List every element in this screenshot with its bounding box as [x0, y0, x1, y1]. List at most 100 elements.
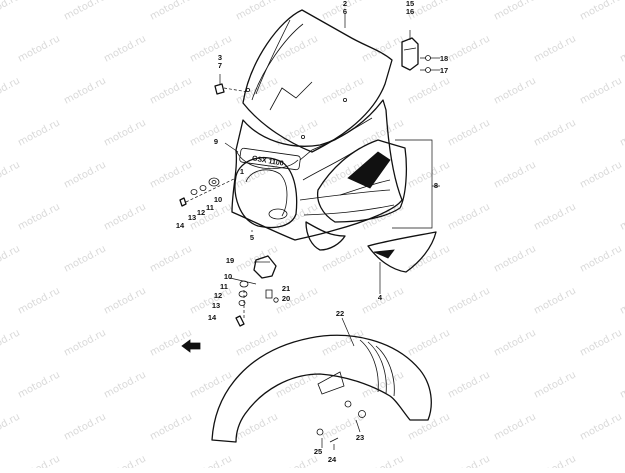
- callout-label: 5: [250, 233, 254, 242]
- watermark-text: motod.ru: [16, 453, 62, 468]
- watermark-text: motod.ru: [492, 75, 538, 106]
- watermark-text: motod.ru: [62, 159, 108, 190]
- side-cowl-panel: [316, 139, 407, 223]
- callout-label: 14: [176, 221, 185, 230]
- fastener-stack-upper: [179, 177, 237, 207]
- watermark-text: motod.ru: [102, 117, 148, 148]
- watermark-text: motod.ru: [0, 159, 22, 190]
- callout-label: 20: [282, 294, 290, 303]
- watermark-text: motod.ru: [188, 453, 234, 468]
- mounting-bracket-part-19: [235, 255, 279, 327]
- under-cowl: [305, 221, 346, 251]
- watermark-text: motod.ru: [16, 285, 62, 316]
- watermark-text: motod.ru: [578, 75, 624, 106]
- watermark-text: motod.ru: [16, 33, 62, 64]
- watermark-text: motod.ru: [320, 243, 366, 274]
- watermark-text: motod.ru: [532, 33, 578, 64]
- watermark-text: motod.ru: [62, 0, 108, 23]
- watermark-text: motod.ru: [446, 285, 492, 316]
- watermark-text: motod.ru: [102, 33, 148, 64]
- watermark-text: motod.ru: [406, 327, 452, 358]
- watermark-text: motod.ru: [578, 327, 624, 358]
- watermark-text: motod.ru: [188, 369, 234, 400]
- watermark-text: motod.ru: [446, 453, 492, 468]
- watermark-text: motod.ru: [62, 411, 108, 442]
- watermark-text: motod.ru: [578, 411, 624, 442]
- watermark-text: motod.ru: [148, 75, 194, 106]
- callout-label: 12: [197, 208, 205, 217]
- front-arrow-icon: [181, 339, 201, 353]
- watermark-text: motod.ru: [62, 75, 108, 106]
- watermark-text: motod.ru: [492, 0, 538, 23]
- windscreen: [242, 9, 393, 153]
- watermark-text: motod.ru: [578, 159, 624, 190]
- watermark-text: motod.ru: [188, 117, 234, 148]
- watermark-text: motod.ru: [532, 453, 578, 468]
- callout-label: 10: [224, 272, 232, 281]
- callout-label: 18: [440, 54, 448, 63]
- watermark-text: motod.ru: [532, 285, 578, 316]
- watermark-text: motod.ru: [148, 159, 194, 190]
- watermark-text: motod.ru: [102, 369, 148, 400]
- watermark-text: motod.ru: [234, 327, 280, 358]
- watermark-text: motod.ru: [446, 201, 492, 232]
- watermark-text: motod.ru: [0, 411, 22, 442]
- watermark-text: motod.ru: [406, 75, 452, 106]
- watermark-text: motod.ru: [578, 0, 624, 23]
- watermark-text: motod.ru: [446, 117, 492, 148]
- bracket-part-15-16: [401, 37, 431, 73]
- watermark-text: motod.ru: [148, 411, 194, 442]
- callout-label: 14: [208, 313, 217, 322]
- watermark-text: motod.ru: [0, 327, 22, 358]
- callout-label: 9: [214, 137, 218, 146]
- callout-label: 1: [240, 167, 244, 176]
- watermark-text: motod.ru: [62, 327, 108, 358]
- watermark-text: motod.ru: [360, 33, 406, 64]
- watermark-text: motod.ru: [532, 117, 578, 148]
- watermark-text: motod.ru: [492, 243, 538, 274]
- front-fender: [211, 334, 432, 443]
- watermark-text: motod.ru: [234, 0, 280, 23]
- callout-label: 19: [226, 256, 234, 265]
- callout-label: 21: [282, 284, 290, 293]
- watermark-text: motod.ru: [360, 453, 406, 468]
- callout-label: 24: [328, 455, 337, 464]
- watermark-text: motod.ru: [618, 33, 625, 64]
- callout-label: 17: [440, 66, 448, 75]
- watermark-text: motod.ru: [188, 33, 234, 64]
- watermark-text: motod.ru: [16, 117, 62, 148]
- callout-label: 4: [378, 293, 383, 302]
- callout-label: 23: [356, 433, 364, 442]
- watermark-text: motod.ru: [320, 327, 366, 358]
- watermark-text: motod.ru: [532, 201, 578, 232]
- watermark-text: motod.ru: [446, 369, 492, 400]
- watermark-text: motod.ru: [102, 201, 148, 232]
- watermark-text: motod.ru: [0, 243, 22, 274]
- callout-label: 13: [212, 301, 220, 310]
- watermark-text: motod.ru: [618, 201, 625, 232]
- callout-label: 11: [220, 282, 228, 291]
- watermark-text: motod.ru: [16, 201, 62, 232]
- callout-label: 13: [188, 213, 196, 222]
- watermark-text: motod.ru: [492, 159, 538, 190]
- watermark-text: motod.ru: [360, 285, 406, 316]
- callout-label: 11: [206, 203, 214, 212]
- grommet-part-3-7: [214, 83, 249, 95]
- callout-label: 12: [214, 291, 222, 300]
- watermark-text: motod.ru: [618, 369, 625, 400]
- watermark-text: motod.ru: [102, 453, 148, 468]
- watermark-text: motod.ru: [532, 369, 578, 400]
- watermark-text: motod.ru: [102, 285, 148, 316]
- watermark-text: motod.ru: [274, 117, 320, 148]
- watermark-text: motod.ru: [234, 411, 280, 442]
- upper-cowl: [231, 99, 403, 241]
- watermark-text: motod.ru: [16, 369, 62, 400]
- inner-panel-part-4: [367, 231, 437, 273]
